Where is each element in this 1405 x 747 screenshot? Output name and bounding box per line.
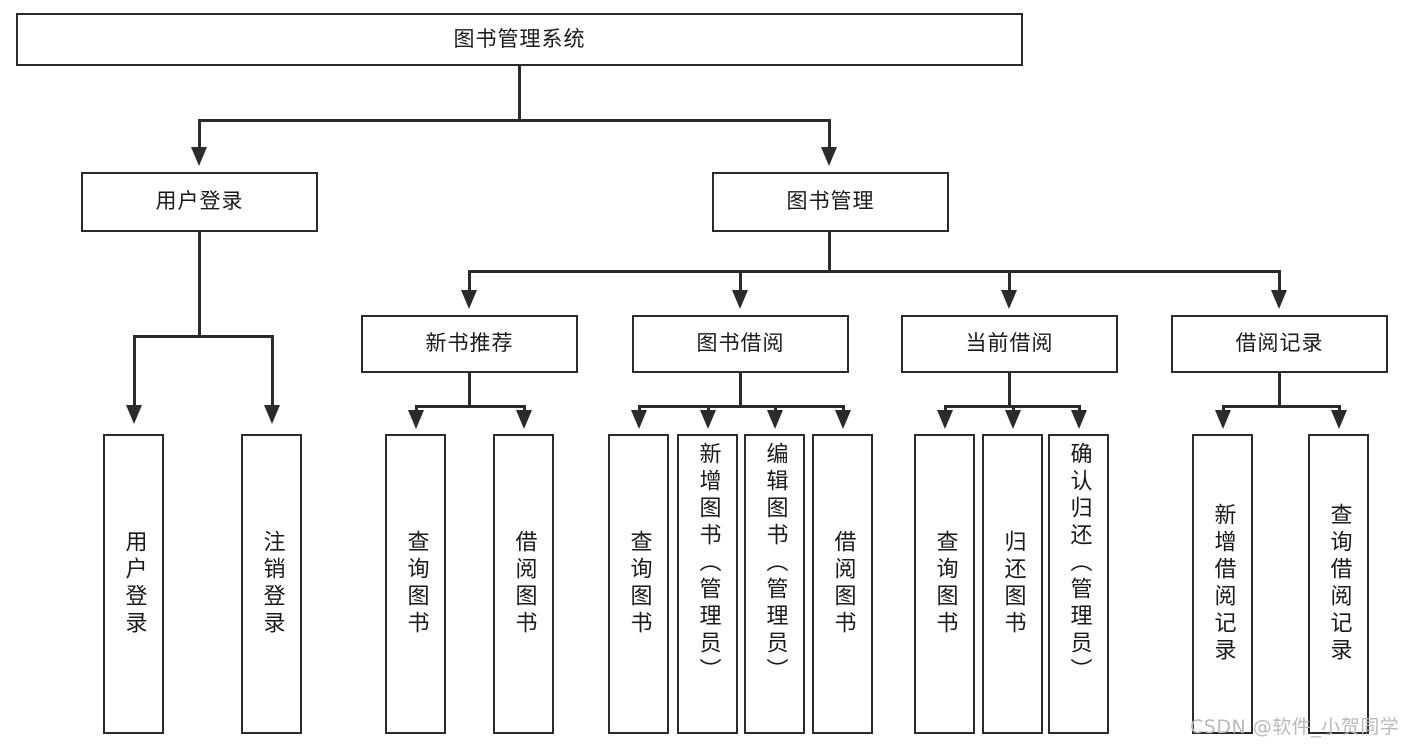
arrow-to-leaf-add-book xyxy=(700,410,716,429)
connector-level2-drop-left xyxy=(198,119,201,149)
connector-book-borrow-stem xyxy=(739,373,742,407)
connector-new-book-drop-1 xyxy=(415,405,418,413)
connector-level2-drop-right xyxy=(828,119,831,149)
leaf-query-book-current[interactable]: 查询图书 xyxy=(914,434,975,734)
connector-level2-bus xyxy=(198,119,830,122)
connector-level3-bus xyxy=(468,270,1280,273)
node-book-management[interactable]: 图书管理 xyxy=(712,172,949,232)
connector-borrow-record-stem xyxy=(1278,373,1281,407)
arrow-to-leaf-logout xyxy=(264,405,280,424)
connector-borrow-record-drop-2 xyxy=(1338,405,1341,413)
connector-level3-drop-4 xyxy=(1278,270,1281,292)
connector-book-borrow-drop-4 xyxy=(842,405,845,413)
connector-new-book-stem xyxy=(468,373,471,407)
connector-user-login-bus xyxy=(133,335,273,338)
connector-borrow-record-bus xyxy=(1222,405,1340,408)
connector-book-borrow-drop-2 xyxy=(707,405,710,413)
arrow-to-leaf-return-book xyxy=(1005,410,1021,429)
arrow-to-leaf-query-book-2 xyxy=(631,410,647,429)
arrow-to-leaf-edit-book xyxy=(767,410,783,429)
connector-level3-drop-2 xyxy=(739,270,742,292)
node-current-borrow[interactable]: 当前借阅 xyxy=(901,315,1118,373)
connector-new-book-bus xyxy=(415,405,525,408)
arrow-to-borrow-record xyxy=(1271,290,1287,309)
leaf-borrow-book-borrow[interactable]: 借阅图书 xyxy=(812,434,873,734)
arrow-to-book-management xyxy=(821,147,837,166)
connector-user-login-drop-2 xyxy=(271,335,274,407)
arrow-to-leaf-query-record xyxy=(1331,410,1347,429)
leaf-user-login[interactable]: 用户登录 xyxy=(103,434,164,734)
leaf-query-book-borrow[interactable]: 查询图书 xyxy=(608,434,669,734)
watermark-text: CSDN @软件_小贺同学 xyxy=(1190,716,1400,738)
arrow-to-leaf-query-book-3 xyxy=(937,410,953,429)
node-root-book-management-system[interactable]: 图书管理系统 xyxy=(16,13,1023,66)
connector-user-login-drop-1 xyxy=(133,335,136,407)
node-user-login[interactable]: 用户登录 xyxy=(81,172,318,232)
connector-user-login-stem xyxy=(198,232,201,337)
arrow-to-leaf-query-book-1 xyxy=(408,410,424,429)
arrow-to-leaf-borrow-book-2 xyxy=(835,410,851,429)
connector-current-borrow-drop-3 xyxy=(1078,405,1081,413)
leaf-return-book[interactable]: 归还图书 xyxy=(982,434,1043,734)
arrow-to-book-borrow xyxy=(732,290,748,309)
leaf-edit-book-admin[interactable]: 编辑图书（管理员） xyxy=(744,434,805,734)
connector-new-book-drop-2 xyxy=(523,405,526,413)
leaf-logout[interactable]: 注销登录 xyxy=(241,434,302,734)
node-new-book-recommend[interactable]: 新书推荐 xyxy=(361,315,578,373)
arrow-to-leaf-borrow-book-1 xyxy=(516,410,532,429)
connector-level3-drop-1 xyxy=(468,270,471,292)
arrow-to-leaf-add-record xyxy=(1215,410,1231,429)
arrow-to-leaf-confirm-return xyxy=(1071,410,1087,429)
leaf-query-book-recommend[interactable]: 查询图书 xyxy=(385,434,446,734)
connector-root-stem xyxy=(518,66,521,120)
connector-current-borrow-drop-2 xyxy=(1012,405,1015,413)
leaf-confirm-return-admin[interactable]: 确认归还（管理员） xyxy=(1048,434,1109,734)
leaf-add-book-admin[interactable]: 新增图书（管理员） xyxy=(677,434,738,734)
connector-borrow-record-drop-1 xyxy=(1222,405,1225,413)
connector-book-borrow-drop-3 xyxy=(774,405,777,413)
leaf-add-borrow-record[interactable]: 新增借阅记录 xyxy=(1192,434,1253,734)
arrow-to-current-borrow xyxy=(1001,290,1017,309)
connector-book-management-stem xyxy=(828,232,831,272)
connector-current-borrow-drop-1 xyxy=(944,405,947,413)
connector-book-borrow-bus xyxy=(638,405,842,408)
arrow-to-new-book-recommend xyxy=(461,290,477,309)
leaf-query-borrow-record[interactable]: 查询借阅记录 xyxy=(1308,434,1369,734)
connector-level3-drop-3 xyxy=(1008,270,1011,292)
node-borrow-record[interactable]: 借阅记录 xyxy=(1171,315,1388,373)
leaf-borrow-book-recommend[interactable]: 借阅图书 xyxy=(493,434,554,734)
connector-current-borrow-stem xyxy=(1008,373,1011,407)
node-book-borrow[interactable]: 图书借阅 xyxy=(632,315,849,373)
connector-book-borrow-drop-1 xyxy=(638,405,641,413)
arrow-to-leaf-user-login xyxy=(126,405,142,424)
arrow-to-user-login xyxy=(191,147,207,166)
